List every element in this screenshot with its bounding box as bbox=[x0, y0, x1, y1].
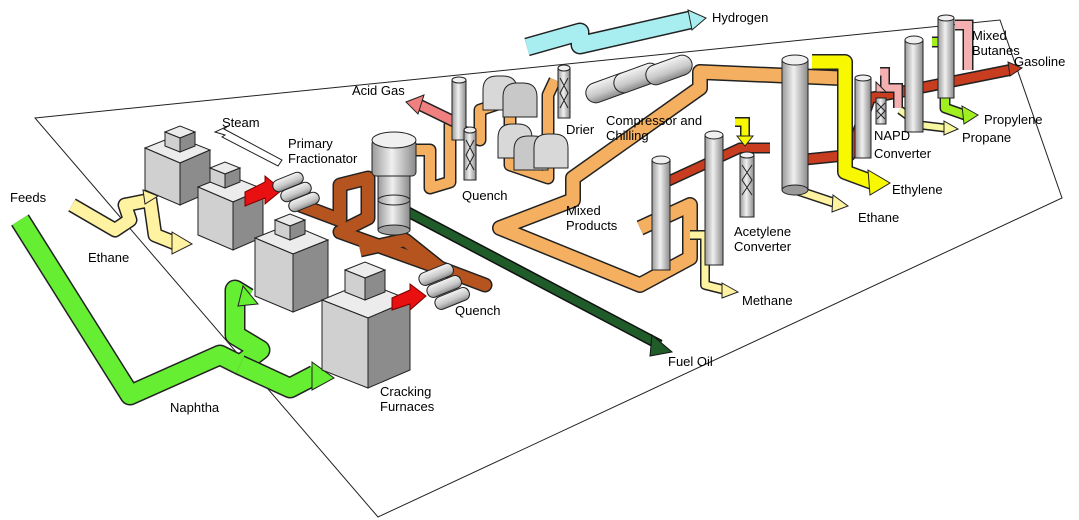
red-arrow-lower bbox=[391, 283, 427, 312]
hydrogen-pipe bbox=[524, 9, 707, 57]
steam-arrow bbox=[213, 125, 283, 167]
label-quench-top: Quench bbox=[462, 188, 508, 203]
acid-gas-pipe bbox=[405, 94, 458, 128]
c3-c4-columns bbox=[904, 14, 955, 133]
label-feeds: Feeds bbox=[10, 190, 47, 205]
c2-splitter-column bbox=[781, 54, 809, 196]
label-hydrogen: Hydrogen bbox=[712, 10, 768, 25]
ethane-feed-pipe bbox=[68, 189, 194, 255]
napd-converter bbox=[854, 74, 887, 159]
naphtha-pipe bbox=[11, 214, 335, 406]
cracking-furnace-3 bbox=[253, 213, 330, 313]
label-compressor-1: Compressor and bbox=[606, 113, 702, 128]
fuel-oil-pipe bbox=[405, 207, 674, 357]
label-fuel-oil: Fuel Oil bbox=[668, 354, 713, 369]
label-propylene: Propylene bbox=[984, 112, 1043, 127]
label-quench-bottom: Quench bbox=[455, 303, 501, 318]
quench-towers bbox=[451, 76, 477, 181]
quench-exchanger-upper bbox=[272, 171, 320, 213]
cracked-gas-pipe bbox=[297, 170, 493, 293]
label-gasoline: Gasoline bbox=[1014, 54, 1065, 69]
ethylene-pipe bbox=[812, 54, 891, 196]
label-mixed-butanes-2: Butanes bbox=[972, 43, 1020, 58]
label-napd-2: Converter bbox=[874, 146, 932, 161]
label-compressor-2: Chilling bbox=[606, 128, 649, 143]
label-drier: Drier bbox=[566, 122, 595, 137]
label-acetylene-2: Converter bbox=[734, 239, 792, 254]
compressor-chilling-vessels bbox=[585, 54, 693, 104]
acetylene-converter bbox=[739, 151, 755, 218]
label-ethane-feed: Ethane bbox=[88, 250, 129, 265]
label-steam: Steam bbox=[222, 115, 260, 130]
napd-feed-pipe bbox=[875, 67, 903, 108]
label-mixed-butanes-1: Mixed bbox=[972, 28, 1007, 43]
label-primary-fractionator-1: Primary bbox=[288, 136, 333, 151]
label-napd-1: NAPD bbox=[874, 128, 910, 143]
quench-exchanger-lower bbox=[418, 263, 471, 310]
butanes-pipe bbox=[955, 19, 974, 70]
label-methane: Methane bbox=[742, 293, 793, 308]
acetylene-feed-pipe bbox=[735, 117, 755, 147]
cracking-furnace-1 bbox=[143, 125, 212, 206]
mixed-products-columns bbox=[651, 130, 724, 271]
label-mixed-products-1: Mixed bbox=[566, 203, 601, 218]
label-ethylene: Ethylene bbox=[892, 182, 943, 197]
label-mixed-products-2: Products bbox=[566, 218, 618, 233]
label-primary-fractionator-2: Fractionator bbox=[288, 151, 358, 166]
primary-fractionator bbox=[371, 131, 417, 236]
cracking-furnace-4 bbox=[320, 261, 412, 389]
label-cracking-1: Cracking bbox=[380, 384, 431, 399]
compressor-drums bbox=[482, 75, 569, 171]
label-acid-gas: Acid Gas bbox=[352, 83, 405, 98]
label-cracking-2: Furnaces bbox=[380, 399, 435, 414]
label-propane: Propane bbox=[962, 130, 1011, 145]
label-ethane-product: Ethane bbox=[858, 210, 899, 225]
drier bbox=[557, 64, 571, 119]
label-acetylene-1: Acetylene bbox=[734, 224, 791, 239]
label-naphtha: Naphtha bbox=[170, 400, 220, 415]
